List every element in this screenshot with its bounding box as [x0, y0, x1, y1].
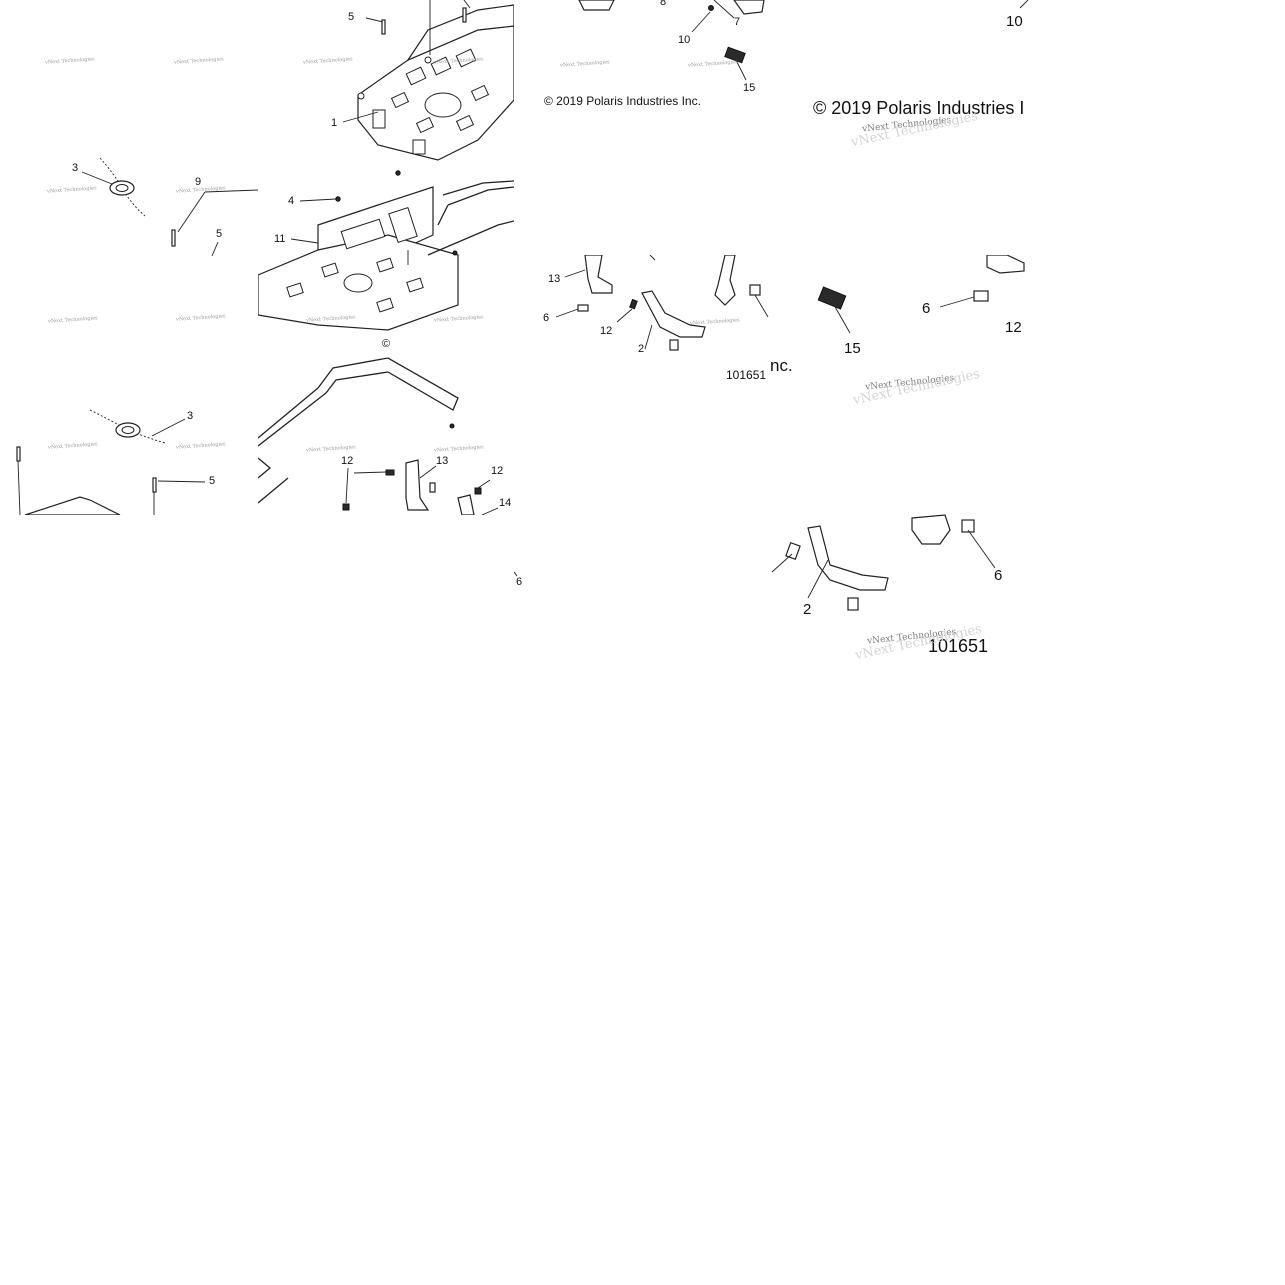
tile-tiedown: 3 9 5 vNext Technologies vNext Technolog… — [0, 150, 258, 340]
callout-11: 11 — [274, 233, 286, 245]
callout-15: 15 — [743, 82, 756, 94]
watermark-small: vNext Technologies — [173, 56, 224, 66]
callout-3: 3 — [72, 162, 79, 174]
callout-5: 5 — [216, 228, 223, 240]
callout-2: 2 — [803, 601, 812, 618]
callout-12: 12 — [600, 325, 613, 337]
callout-4: 4 — [288, 195, 295, 207]
callout-7: 7 — [734, 16, 741, 28]
callout-5: 5 — [348, 11, 355, 23]
callout-6: 6 — [543, 312, 550, 324]
callout-6: 6 — [994, 567, 1003, 584]
tile-footpeg-small: 13 6 12 2 vNext Technologies 101651 — [540, 255, 772, 385]
footpeg-pad-illustration — [817, 255, 1025, 334]
tiedown-illustration — [81, 157, 258, 257]
tile-rack-assembly: 4 11 vNext Technologies vNext Technologi… — [258, 165, 514, 347]
tile-seat-base-top: 5 1 vNext Technologies vNext Technologie… — [258, 0, 514, 170]
callout-15: 15 — [844, 340, 861, 357]
callout-10: 10 — [1006, 13, 1023, 30]
callout-8: 8 — [660, 0, 667, 8]
callout-2: 2 — [638, 343, 645, 355]
callout-13: 13 — [436, 455, 449, 467]
callout-12: 12 — [1005, 319, 1022, 336]
callout-1: 1 — [331, 117, 338, 129]
callout-13: 13 — [548, 273, 561, 285]
callout-14: 14 — [499, 497, 512, 509]
tile-footpeg-pad: 15 6 12 — [772, 255, 1030, 360]
rack-base-illustration — [342, 0, 514, 161]
copyright-large: © 2019 Polaris Industries I — [813, 98, 1025, 118]
callout-5: 5 — [209, 475, 216, 487]
footpeg-small-illustration — [555, 255, 769, 351]
callout-9: 9 — [195, 176, 202, 188]
watermark-small: vNext Technologies — [44, 56, 95, 66]
tile-frame-lower: © 12 13 12 14 vNext Technologies vNext T… — [258, 338, 514, 515]
tile-footrest-top: 8 7 10 15 vNext Technologies vNext Techn… — [514, 0, 772, 115]
footpeg-large-illustration — [771, 514, 996, 611]
copyright-mark: © — [382, 338, 391, 350]
frame-lower-illustration — [258, 357, 499, 515]
callout-6: 6 — [516, 576, 523, 588]
tile-footpeg-large: 6 2 101651 vNext Technologies vNext Tech… — [770, 510, 1030, 660]
callout-3: 3 — [187, 410, 194, 422]
callout-6: 6 — [922, 300, 931, 317]
drawing-number-large: 101651 — [928, 636, 989, 656]
footrest-top-illustration — [578, 0, 765, 81]
callout-10: 10 — [678, 34, 691, 46]
callout-12: 12 — [341, 455, 354, 467]
rack-assembly-illustration — [258, 170, 514, 331]
leader-fragment — [1019, 0, 1029, 9]
tiedown-lower-illustration — [16, 409, 206, 515]
leader-fragment — [513, 571, 518, 577]
drawing-number-small: 101651 — [726, 368, 767, 382]
partial-inc-text: nc. — [770, 356, 793, 375]
copyright-small: © 2019 Polaris Industries Inc. — [544, 94, 701, 108]
tile-tiedown-lower: 3 5 vNext Technologies vNext Technologie… — [0, 385, 258, 515]
callout-12: 12 — [491, 465, 504, 477]
